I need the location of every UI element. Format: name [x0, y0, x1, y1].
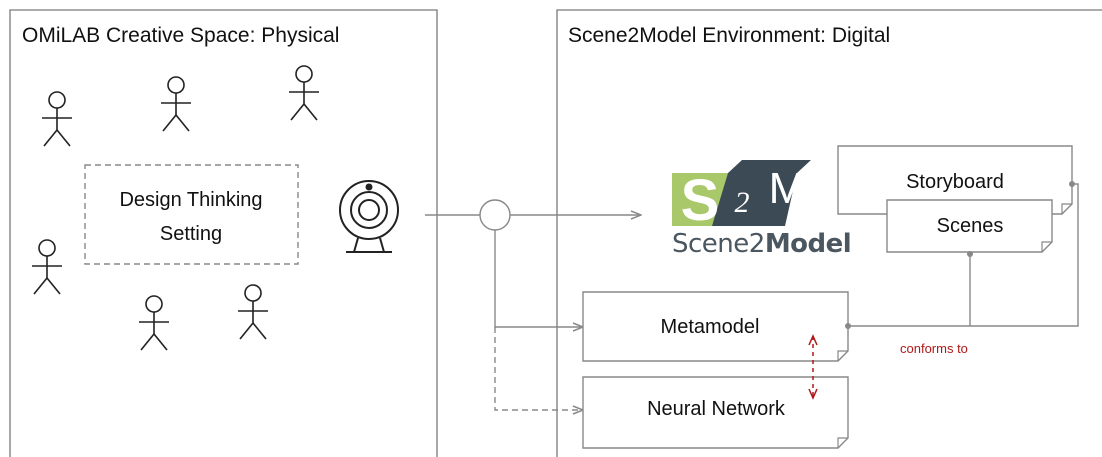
- logo-letter-s: S: [681, 168, 720, 233]
- person-stick-figure-icon: [42, 91, 72, 147]
- neural-network-label: Neural Network: [647, 398, 786, 420]
- design-thinking-setting: Design Thinking Setting: [84, 164, 299, 265]
- webcam-icon: [339, 180, 399, 253]
- storyboard-label: Storyboard: [906, 171, 1004, 193]
- scenes-box: Scenes: [886, 199, 1053, 253]
- scenes-label: Scenes: [937, 215, 1004, 237]
- logo-glyph-2: 2: [735, 186, 750, 219]
- logo-slate-block: [712, 160, 811, 226]
- conforms-to-connectors: [845, 181, 1079, 329]
- digital-panel: Scene2Model Environment: Digital: [556, 9, 1102, 457]
- person-stick-figure-icon: [289, 65, 319, 121]
- person-stick-figure-icon: [139, 295, 169, 351]
- logo-caption: Scene2Model: [672, 229, 851, 259]
- person-stick-figure-icon: [32, 239, 62, 295]
- conforms-to-label: conforms to: [900, 341, 968, 356]
- design-thinking-line2: Setting: [160, 223, 222, 245]
- design-thinking-line1: Design Thinking: [119, 189, 262, 211]
- storyboard-box: Storyboard: [837, 145, 1073, 215]
- logo-caption-regular: Scene2: [672, 229, 765, 259]
- metamodel-box: Metamodel: [582, 291, 849, 362]
- physical-panel-title: OMiLAB Creative Space: Physical: [22, 24, 339, 47]
- neural-network-box: Neural Network: [582, 376, 849, 449]
- logo-green-block: [672, 173, 728, 226]
- person-stick-figure-icon: [161, 76, 191, 132]
- scene2model-logo: S 2 M Scene2Model: [672, 160, 852, 259]
- physical-panel: OMiLAB Creative Space: Physical: [9, 9, 438, 457]
- digital-panel-title: Scene2Model Environment: Digital: [568, 24, 890, 47]
- connectors: [425, 199, 641, 410]
- person-stick-figure-icon: [238, 284, 268, 340]
- metamodel-label: Metamodel: [661, 316, 760, 338]
- logo-caption-bold: Model: [765, 229, 851, 259]
- logo-letter-m: M: [769, 164, 806, 213]
